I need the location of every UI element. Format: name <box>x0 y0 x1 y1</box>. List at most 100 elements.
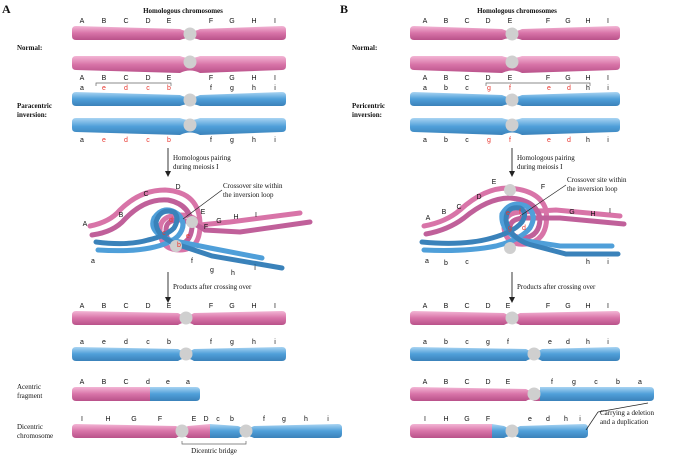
svg-text:A: A <box>423 75 428 82</box>
svg-text:D: D <box>145 75 150 82</box>
svg-text:D: D <box>485 303 490 310</box>
panel-a-product-2: a e d c b f g h i <box>72 339 286 361</box>
svg-text:h: h <box>586 259 590 266</box>
svg-text:b: b <box>616 379 620 386</box>
svg-text:d: d <box>169 217 173 224</box>
panel-a-arrow-1 <box>165 148 171 177</box>
svg-text:a: a <box>80 339 84 346</box>
svg-text:b: b <box>444 85 448 92</box>
svg-text:F: F <box>486 416 490 423</box>
svg-text:c: c <box>146 85 150 92</box>
panel-a-pairing-2: during meiosis I <box>173 163 219 171</box>
panel-b-inversion-label-1: Pericentric <box>352 102 385 110</box>
svg-text:b: b <box>167 137 171 144</box>
svg-text:c: c <box>146 339 150 346</box>
panel-a-bridge: Dicentric bridge <box>191 447 237 455</box>
svg-text:A: A <box>80 75 85 82</box>
svg-text:d: d <box>146 379 150 386</box>
svg-text:a: a <box>425 258 429 265</box>
svg-text:G: G <box>131 416 136 423</box>
svg-text:D: D <box>145 18 150 25</box>
svg-text:a: a <box>638 379 642 386</box>
svg-text:e: e <box>548 339 552 346</box>
panel-a: A Homologous chromosomes Normal: Paracen… <box>2 2 342 455</box>
svg-text:F: F <box>546 18 550 25</box>
svg-text:D: D <box>203 416 208 423</box>
panel-a-inv-bottom <box>72 118 286 135</box>
svg-text:c: c <box>216 416 220 423</box>
panel-a-normal-bottom <box>72 55 286 73</box>
svg-text:B: B <box>102 303 107 310</box>
svg-text:b: b <box>444 339 448 346</box>
panel-b-product-1: A B C D E F G H I <box>410 303 620 325</box>
panel-a-normal-top <box>72 26 286 41</box>
svg-text:D: D <box>485 75 490 82</box>
svg-text:e: e <box>102 339 106 346</box>
svg-text:d: d <box>546 416 550 423</box>
panel-b-product-2: a b c g f e d h i <box>410 339 620 361</box>
panel-a-crossover-1: Crossover site within <box>223 182 283 190</box>
svg-text:A: A <box>423 18 428 25</box>
panel-b-normal-bottom-labels: A B C D E F G H I <box>423 75 609 82</box>
svg-text:G: G <box>229 75 234 82</box>
panel-b-arrow-2 <box>509 272 515 303</box>
svg-text:h: h <box>252 339 256 346</box>
svg-text:f: f <box>551 379 553 386</box>
svg-text:D: D <box>485 18 490 25</box>
panel-b-normal-label: Normal: <box>352 44 377 52</box>
svg-text:d: d <box>124 85 128 92</box>
panel-b-arrow-1 <box>509 148 515 177</box>
svg-text:e: e <box>547 85 551 92</box>
svg-text:d: d <box>124 137 128 144</box>
svg-text:B: B <box>444 18 449 25</box>
panel-a-inv-top-labels: a e d c b f g h i <box>80 85 276 92</box>
panel-a-products: Products after crossing over <box>173 283 252 291</box>
svg-text:C: C <box>123 18 128 25</box>
svg-text:C: C <box>456 204 461 211</box>
svg-text:g: g <box>282 416 286 423</box>
svg-text:I: I <box>607 75 609 82</box>
svg-text:i: i <box>274 85 276 92</box>
panel-b-loop-labels: A B C D E F G H I a b c h i e f g d <box>425 179 611 267</box>
svg-text:A: A <box>426 215 431 222</box>
svg-text:H: H <box>585 303 590 310</box>
svg-text:h: h <box>586 137 590 144</box>
svg-text:b: b <box>167 85 171 92</box>
panel-b-inversion-loop <box>419 184 627 257</box>
svg-text:i: i <box>254 265 256 272</box>
panel-a-crossover-2: the inversion loop <box>223 191 274 199</box>
svg-text:a: a <box>423 85 427 92</box>
svg-text:e: e <box>186 233 190 240</box>
panel-b-normal-top-labels: A B C D E F G H I <box>423 18 609 25</box>
panel-b-title: Homologous chromosomes <box>477 7 557 15</box>
svg-text:h: h <box>252 137 256 144</box>
svg-text:I: I <box>607 18 609 25</box>
svg-text:g: g <box>487 85 491 92</box>
svg-text:d: d <box>567 137 571 144</box>
panel-a-inversion-label-2: inversion: <box>17 111 47 119</box>
svg-text:i: i <box>607 85 609 92</box>
panel-a-pairing-1: Homologous pairing <box>173 154 231 162</box>
svg-text:c: c <box>465 85 469 92</box>
centromere <box>183 93 197 107</box>
svg-text:f: f <box>191 258 193 265</box>
svg-text:F: F <box>209 303 213 310</box>
svg-text:a: a <box>423 339 427 346</box>
panel-a-dicentric-1: Dicentric <box>17 423 43 431</box>
svg-text:c: c <box>465 339 469 346</box>
svg-text:C: C <box>464 18 469 25</box>
svg-text:H: H <box>443 416 448 423</box>
panel-a-normal-label: Normal: <box>17 44 42 52</box>
panel-a-inversion-label-1: Paracentric <box>17 102 52 110</box>
svg-text:G: G <box>229 18 234 25</box>
svg-text:g: g <box>572 379 576 386</box>
svg-text:B: B <box>102 18 107 25</box>
svg-text:i: i <box>607 137 609 144</box>
svg-text:H: H <box>105 416 110 423</box>
svg-text:i: i <box>274 137 276 144</box>
svg-text:E: E <box>508 18 513 25</box>
svg-text:C: C <box>464 75 469 82</box>
svg-text:f: f <box>210 85 212 92</box>
svg-text:D: D <box>175 184 180 191</box>
svg-text:c: c <box>594 379 598 386</box>
